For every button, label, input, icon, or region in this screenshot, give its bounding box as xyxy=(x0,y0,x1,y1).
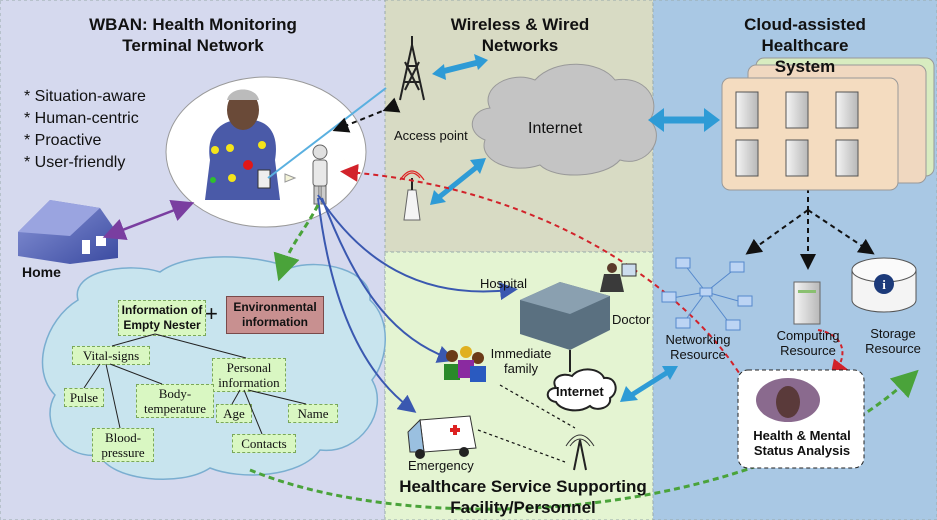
internet-cloud-shape xyxy=(471,63,657,176)
cloud-title: Cloud-assisted Healthcare System xyxy=(744,15,866,76)
hospital-building-icon xyxy=(520,282,610,372)
cell-tower-icon xyxy=(399,36,425,101)
face-portrait-icon xyxy=(756,378,820,422)
home-label: Home xyxy=(22,264,61,280)
name-box: Name xyxy=(288,404,338,423)
robot-links xyxy=(317,194,518,413)
personal-info-box: Personal information xyxy=(212,358,286,392)
analysis-label: Health & Mental Status Analysis xyxy=(753,428,851,458)
svg-text:i: i xyxy=(882,277,886,292)
body-temp-box: Body-temperature xyxy=(136,384,214,418)
internet-small-cloud xyxy=(546,368,617,412)
computing-server-icon xyxy=(793,281,821,325)
internet-small-label: Internet xyxy=(556,384,604,399)
analysis-feedback-link xyxy=(340,163,749,389)
network-title: Wireless & Wired Networks xyxy=(450,15,590,55)
doctor-icon xyxy=(600,263,637,292)
contacts-box: Contacts xyxy=(232,434,296,453)
feature-user-friendly: * User-friendly xyxy=(24,154,126,171)
vital-signs-box: Vital-signs xyxy=(72,346,150,365)
empty-nester-box: Information of Empty Nester xyxy=(118,300,206,336)
feature-proactive: * Proactive xyxy=(24,132,102,149)
hospital-label: Hospital xyxy=(480,276,527,291)
base-station-icon xyxy=(565,434,595,471)
plus-sign: + xyxy=(205,301,218,326)
family-icon xyxy=(444,346,486,382)
computing-resource-label: Computing Resource xyxy=(776,328,840,358)
elderly-patient-icon xyxy=(205,89,280,200)
feature-situation-aware: * Situation-aware xyxy=(24,88,146,105)
internet-cloud-label: Internet xyxy=(528,120,583,137)
storage-resource-label: Storage Resource xyxy=(865,326,921,356)
networking-resource-label: Networking Resource xyxy=(665,332,731,362)
ambulance-icon xyxy=(407,415,477,459)
network-topology-icon xyxy=(661,257,753,331)
home-icon xyxy=(18,200,118,264)
server-cluster-icon xyxy=(721,57,935,191)
environmental-box: Environmental information xyxy=(226,296,324,334)
wireless-router-icon xyxy=(399,170,425,221)
wban-title: WBAN: Health Monitoring Terminal Network xyxy=(89,15,297,55)
feature-human-centric: * Human-centric xyxy=(24,110,139,127)
access-point-label: Access point xyxy=(394,128,468,143)
family-label: Immediate family xyxy=(490,346,552,376)
emergency-label: Emergency xyxy=(408,458,474,473)
service-title: Healthcare Service Supporting Facility/P… xyxy=(399,477,647,517)
blood-pressure-box: Blood-pressure xyxy=(92,428,154,462)
storage-disk-icon: i xyxy=(851,257,917,313)
network-link-arrows xyxy=(430,54,720,402)
dashed-links xyxy=(332,97,875,270)
pulse-box: Pulse xyxy=(64,388,104,407)
age-box: Age xyxy=(216,404,252,423)
doctor-label: Doctor xyxy=(612,312,651,327)
